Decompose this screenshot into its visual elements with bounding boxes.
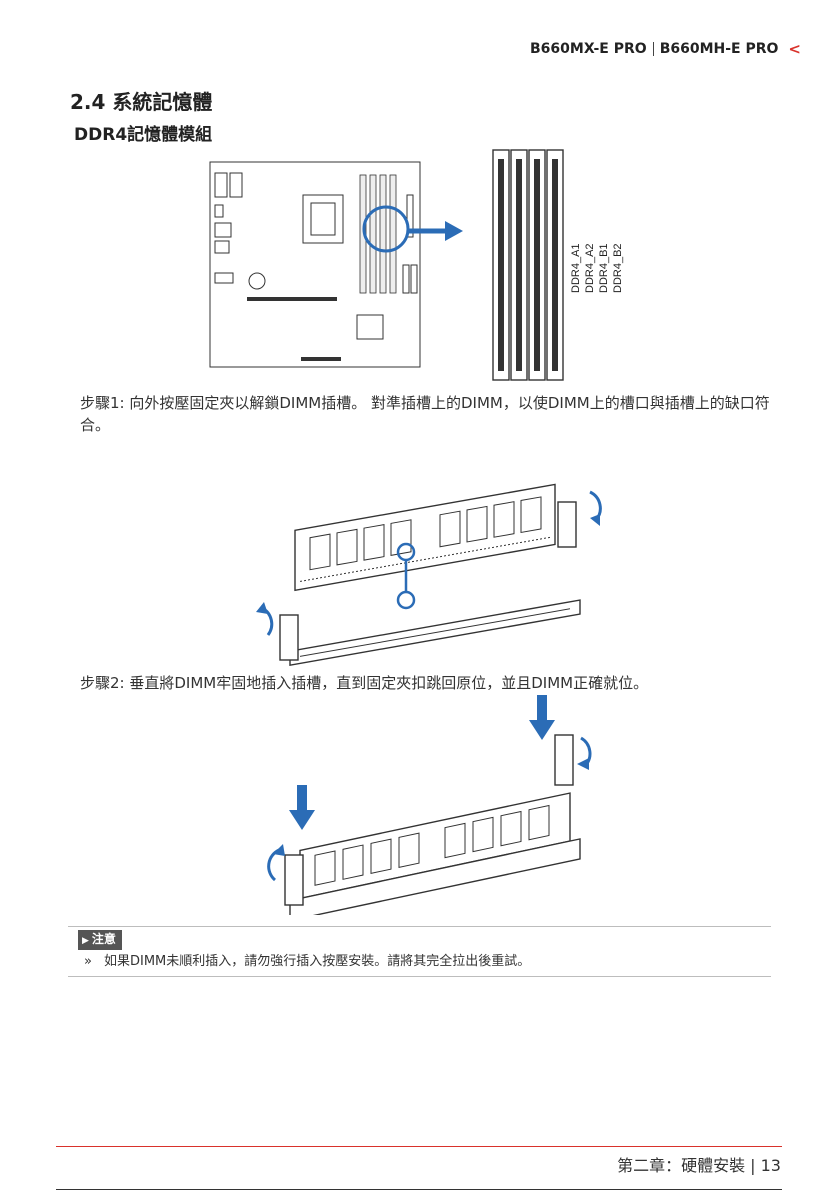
section-title: 2.4 系統記憶體	[70, 86, 212, 115]
dimm-module	[295, 484, 555, 590]
note-tag: ▶注意	[78, 930, 122, 950]
header-separator	[653, 42, 654, 56]
push-arrow-right-icon	[537, 695, 547, 723]
board-dimm-slot	[390, 175, 396, 293]
note-box: ▶注意 » 如果DIMM未順利插入，請勿強行插入按壓安裝。請將其完全拉出後重試。	[68, 926, 771, 977]
subsection-title: DDR4記憶體模組	[74, 120, 212, 145]
chevron-left-icon: <	[788, 40, 801, 58]
slot-label-a2: DDR4_A2	[584, 243, 596, 293]
slot-label-b1: DDR4_B1	[598, 243, 610, 293]
board-dimm-slot	[380, 175, 386, 293]
board-dimm-slot	[370, 175, 376, 293]
note-bullet: »	[84, 954, 92, 969]
triangle-right-icon: ▶	[82, 936, 89, 946]
dimm-module-seated	[290, 791, 580, 915]
slot-label-b2: DDR4_B2	[612, 243, 624, 293]
enlarged-dimm-slots	[493, 150, 563, 380]
slot-clip-left	[285, 855, 303, 905]
model-name-a: B660MX-E PRO	[530, 41, 647, 57]
footer-divider	[56, 1146, 782, 1147]
slot-clip-left	[280, 615, 298, 660]
page-footer: 第二章：硬體安裝 | 13	[617, 1152, 781, 1176]
page-header: B660MX-E PRO B660MH-E PRO <	[530, 40, 801, 58]
model-name-b: B660MH-E PRO	[660, 41, 779, 57]
note-body: 如果DIMM未順利插入，請勿強行插入按壓安裝。請將其完全拉出後重試。	[104, 954, 530, 969]
pcie-slot	[301, 357, 341, 361]
slot-label-a1: DDR4_A1	[570, 243, 582, 293]
bottom-divider	[56, 1189, 782, 1190]
step-1-figure	[240, 430, 620, 670]
motherboard-memory-diagram: DDR4_A1 DDR4_A2 DDR4_B1 DDR4_B2	[205, 145, 635, 385]
push-arrow-left-icon	[297, 785, 307, 813]
blue-arrow-head	[445, 221, 463, 241]
pcie-slot	[247, 297, 337, 301]
slot-clip-right	[558, 502, 576, 547]
memory-slot	[290, 600, 580, 665]
step-2-figure	[255, 690, 615, 915]
slot-clip-right	[555, 735, 573, 785]
note-text: » 如果DIMM未順利插入，請勿強行插入按壓安裝。請將其完全拉出後重試。	[84, 950, 530, 969]
notch-circle-slot	[398, 592, 414, 608]
note-tag-label: 注意	[92, 932, 116, 946]
